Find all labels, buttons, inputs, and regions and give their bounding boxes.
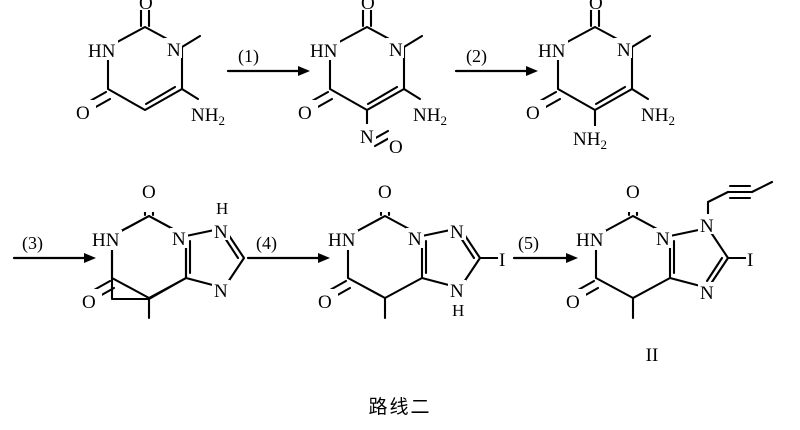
arrow-label-3: (3) (22, 233, 43, 254)
svg-text:N: N (700, 283, 714, 304)
svg-text:N: N (389, 40, 403, 61)
svg-text:I: I (499, 250, 505, 271)
arrow-label-1: (1) (238, 46, 259, 67)
svg-text:HN: HN (88, 41, 116, 62)
svg-text:N: N (700, 216, 714, 237)
structure-6-amino-1-methyluracil (88, 6, 202, 112)
svg-text:O: O (626, 182, 640, 203)
product-label: II (645, 345, 659, 366)
svg-text:N: N (360, 127, 374, 148)
svg-text:N: N (450, 281, 464, 302)
svg-text:O: O (298, 103, 312, 124)
structure-7-butynyl-8-iodo-3-methylxanthine (576, 180, 774, 320)
svg-text:I: I (747, 250, 753, 271)
structure-3-methylxanthine (92, 195, 246, 320)
svg-text:NH2: NH2 (191, 105, 225, 128)
svg-text:N: N (617, 40, 631, 61)
reaction-arrow-2 (454, 66, 538, 76)
svg-text:H: H (216, 199, 228, 218)
svg-text:N: N (214, 222, 228, 243)
svg-text:HN: HN (92, 230, 120, 251)
svg-text:NH2: NH2 (641, 105, 675, 128)
figure-caption: 路线二 (368, 396, 432, 418)
arrow-label-5: (5) (518, 233, 539, 254)
svg-text:O: O (318, 292, 332, 313)
svg-text:N: N (172, 229, 186, 250)
reaction-arrow-4 (246, 253, 330, 263)
svg-text:N: N (408, 229, 422, 250)
svg-text:O: O (389, 137, 403, 158)
svg-text:H: H (452, 301, 464, 320)
arrow-label-4: (4) (256, 233, 277, 254)
svg-text:O: O (361, 0, 375, 14)
svg-text:NH2: NH2 (413, 105, 447, 128)
svg-text:HN: HN (538, 41, 566, 62)
svg-text:O: O (589, 0, 603, 14)
arrow-label-2: (2) (466, 46, 487, 67)
svg-text:O: O (76, 103, 90, 124)
svg-text:N: N (656, 229, 670, 250)
svg-text:NH2: NH2 (573, 129, 607, 152)
structure-5-6-diamino-1-methyluracil (538, 6, 652, 130)
svg-text:O: O (139, 0, 153, 14)
reaction-arrow-5 (512, 253, 578, 263)
svg-text:O: O (566, 292, 580, 313)
reaction-arrow-3 (12, 253, 96, 263)
svg-text:HN: HN (310, 41, 338, 62)
svg-text:HN: HN (328, 230, 356, 251)
svg-text:O: O (378, 182, 392, 203)
svg-text:O: O (142, 182, 156, 203)
svg-text:O: O (526, 103, 540, 124)
structure-8-iodo-3-methylxanthine (328, 195, 502, 320)
svg-text:HN: HN (576, 230, 604, 251)
svg-text:N: N (450, 222, 464, 243)
reaction-arrow-1 (226, 66, 310, 76)
svg-text:O: O (82, 292, 96, 313)
svg-text:N: N (167, 40, 181, 61)
svg-text:N: N (214, 281, 228, 302)
